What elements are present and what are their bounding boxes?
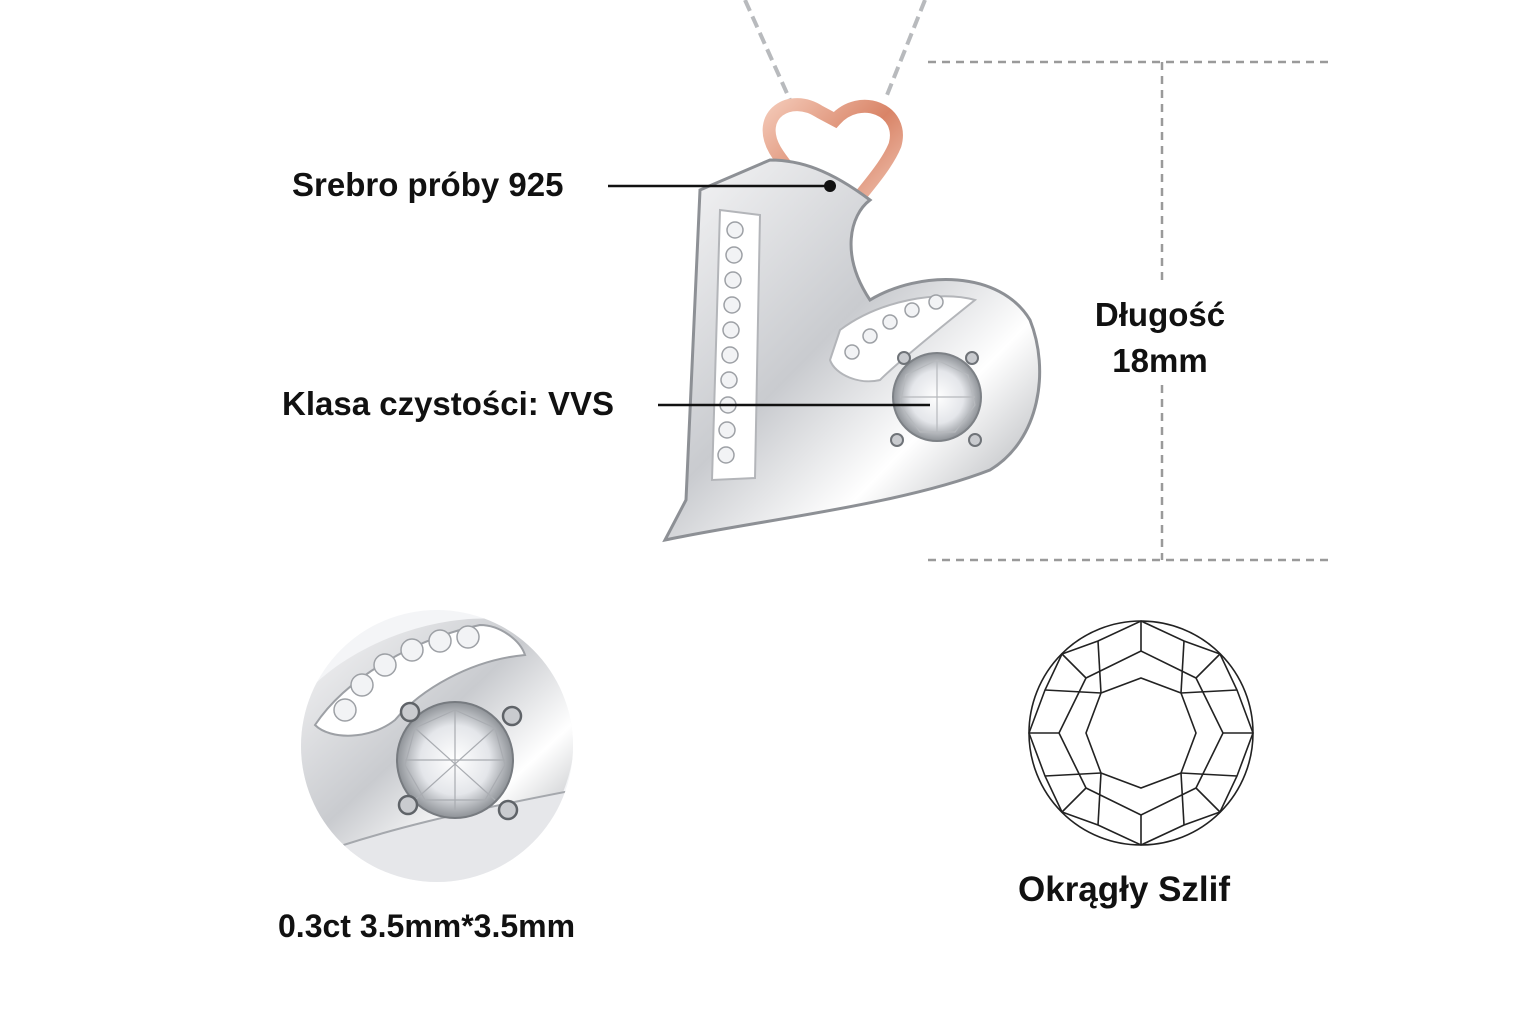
cut-label: Okrągły Szlif [1018,870,1231,909]
length-label: Długość 18mm [1050,292,1270,384]
stone-size-label: 0.3ct 3.5mm*3.5mm [278,908,576,944]
length-dimension [928,60,1332,562]
stone-closeup-image [301,610,573,882]
chain [743,0,927,101]
material-label: Srebro próby 925 [292,166,564,203]
heart-pendant-image [662,98,1042,543]
material-leader [608,180,836,192]
length-title: Długość [1094,296,1226,333]
length-value: 18mm [1112,342,1208,379]
clarity-label: Klasa czystości: VVS [282,385,614,422]
round-brilliant-cut-icon [1028,620,1254,846]
